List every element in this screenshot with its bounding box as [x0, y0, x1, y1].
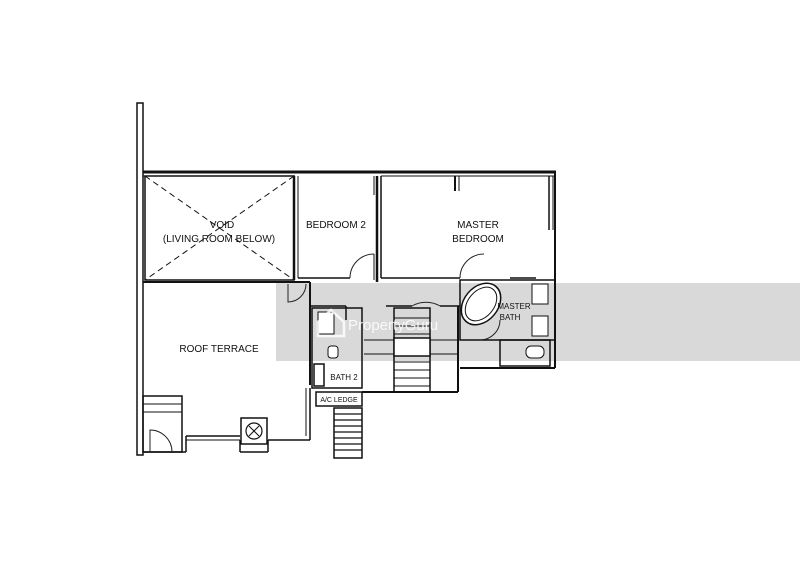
bath-2: BATH 2	[311, 307, 363, 389]
bedroom-2: BEDROOM 2	[292, 176, 379, 282]
void-sublabel: (LIVING ROOM BELOW)	[163, 234, 275, 245]
watermark-logo: PropertyGuru	[316, 308, 438, 338]
ac-ledge: A/C LEDGE	[315, 391, 363, 459]
corridor	[287, 282, 460, 385]
roof-terrace-label: ROOF TERRACE	[179, 344, 259, 355]
master-bath: MASTER BATH	[459, 279, 556, 369]
ac-ledge-label: A/C LEDGE	[320, 397, 358, 404]
bedroom-2-label: BEDROOM 2	[306, 220, 366, 231]
master-bath-label-2: BATH	[500, 313, 521, 322]
void-label: VOID	[210, 220, 234, 231]
roof-terrace: ROOF TERRACE	[143, 279, 311, 453]
master-bedroom-label: MASTER	[457, 220, 499, 231]
master-bedroom-label-2: BEDROOM	[452, 234, 504, 245]
left-wall	[136, 102, 144, 456]
master-bath-label: MASTER	[497, 302, 531, 311]
ac-fan-icon	[240, 417, 268, 445]
staircase	[362, 306, 459, 393]
bath-2-label: BATH 2	[330, 373, 358, 382]
watermark-text: PropertyGuru	[348, 317, 438, 334]
store-room	[142, 395, 183, 453]
void-area: VOID (LIVING ROOM BELOW)	[144, 175, 295, 281]
